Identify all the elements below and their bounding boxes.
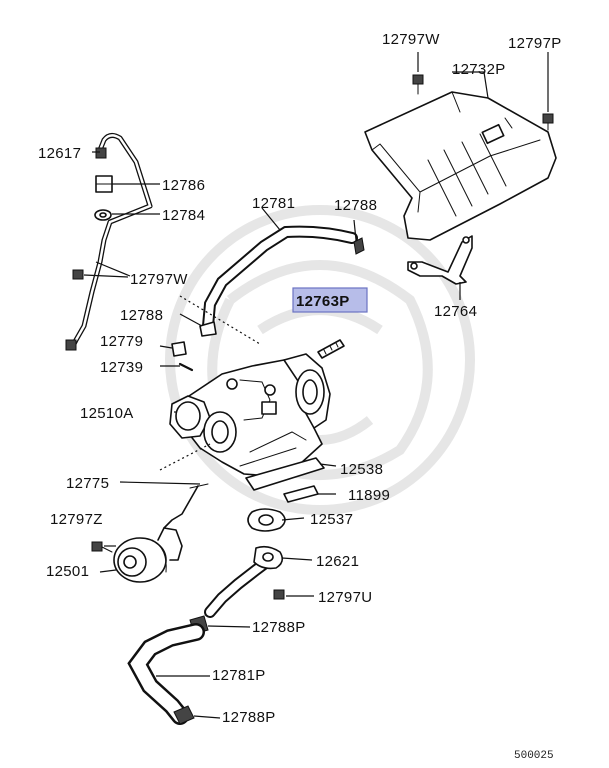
label-12788-mid[interactable]: 12788 bbox=[120, 307, 163, 324]
bracket-12764[interactable] bbox=[407, 235, 473, 285]
bolt-12797p[interactable] bbox=[542, 113, 554, 131]
hose-12781p[interactable] bbox=[127, 623, 205, 725]
label-12763p[interactable]: 12763P bbox=[296, 293, 350, 310]
label-12621[interactable]: 12621 bbox=[316, 553, 359, 570]
label-12538[interactable]: 12538 bbox=[340, 461, 383, 478]
label-12797p[interactable]: 12797P bbox=[508, 35, 562, 52]
label-12510a[interactable]: 12510A bbox=[80, 405, 134, 422]
diagram-code: 500025 bbox=[514, 750, 554, 762]
bolt-12797w-mid[interactable] bbox=[72, 269, 84, 280]
washer-12784[interactable] bbox=[94, 209, 112, 221]
part-12779[interactable] bbox=[171, 341, 187, 357]
label-12788p-bot[interactable]: 12788P bbox=[222, 709, 276, 726]
label-12732p[interactable]: 12732P bbox=[452, 61, 506, 78]
oil-return-pipe-12621[interactable] bbox=[204, 545, 284, 618]
clamp-12788-mid[interactable] bbox=[199, 321, 217, 337]
fitting-12786[interactable] bbox=[95, 175, 113, 193]
label-12781p[interactable]: 12781P bbox=[212, 667, 266, 684]
pipe-11899[interactable] bbox=[283, 485, 319, 503]
label-12501[interactable]: 12501 bbox=[46, 563, 89, 580]
bolt-12797z[interactable] bbox=[91, 541, 113, 553]
label-11899[interactable]: 11899 bbox=[348, 487, 390, 504]
label-12779[interactable]: 12779 bbox=[100, 333, 143, 350]
gasket-12538[interactable] bbox=[245, 457, 325, 491]
gasket-12537[interactable] bbox=[247, 508, 286, 532]
clamp-12788p-bot[interactable] bbox=[173, 705, 195, 725]
label-12788-top[interactable]: 12788 bbox=[334, 197, 377, 214]
clamp-12788-top[interactable] bbox=[353, 237, 365, 255]
turbocharger-12510a[interactable] bbox=[169, 353, 331, 477]
label-12764[interactable]: 12764 bbox=[434, 303, 477, 320]
pin-12739[interactable] bbox=[178, 362, 194, 372]
label-12797z[interactable]: 12797Z bbox=[50, 511, 103, 528]
label-12739[interactable]: 12739 bbox=[100, 359, 143, 376]
label-12786[interactable]: 12786 bbox=[162, 177, 205, 194]
label-12775[interactable]: 12775 bbox=[66, 475, 109, 492]
label-12797w-top[interactable]: 12797W bbox=[382, 31, 440, 48]
label-12797u[interactable]: 12797U bbox=[318, 589, 372, 606]
leader-lines bbox=[83, 52, 549, 719]
actuator-12501[interactable] bbox=[113, 537, 167, 583]
callouts: 12797W 12797P 12732P 12617 12786 12784 1… bbox=[38, 31, 562, 726]
bolt-12797w-top[interactable] bbox=[412, 74, 424, 95]
rod-12775[interactable] bbox=[157, 483, 209, 561]
label-12788p-mid[interactable]: 12788P bbox=[252, 619, 306, 636]
hose-12781[interactable] bbox=[202, 225, 358, 332]
oil-pipe-12617[interactable] bbox=[65, 132, 153, 351]
stud-12763p[interactable] bbox=[317, 339, 345, 359]
highlight-12763p bbox=[292, 287, 368, 313]
heat-shield-12732p[interactable] bbox=[364, 91, 557, 241]
label-12617[interactable]: 12617 bbox=[38, 145, 81, 162]
label-12784[interactable]: 12784 bbox=[162, 207, 205, 224]
label-12797w-mid[interactable]: 12797W bbox=[130, 271, 188, 288]
label-12781[interactable]: 12781 bbox=[252, 195, 295, 212]
label-12537[interactable]: 12537 bbox=[310, 511, 353, 528]
bolt-12797u[interactable] bbox=[273, 589, 285, 600]
